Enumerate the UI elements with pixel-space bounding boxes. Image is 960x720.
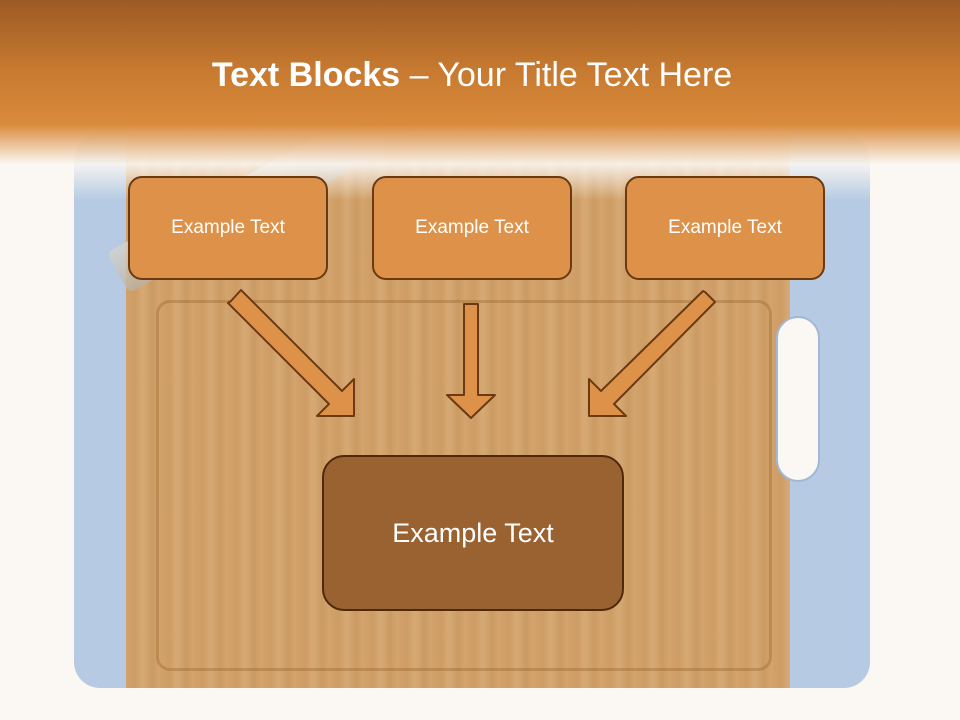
- title-separator: –: [400, 56, 438, 94]
- cutting-board-groove: [156, 300, 772, 671]
- text-block-right-label: Example Text: [668, 217, 782, 238]
- text-block-bottom[interactable]: Example Text: [322, 455, 624, 611]
- text-block-left-label: Example Text: [171, 217, 285, 238]
- text-block-left[interactable]: Example Text: [128, 176, 328, 280]
- title-bold: Text Blocks: [211, 56, 401, 94]
- text-block-center-label: Example Text: [415, 217, 529, 238]
- arrow-left: [227, 289, 355, 417]
- slide-title: Text Blocks – Your Title Text Here: [0, 56, 944, 95]
- arrow-right: [588, 290, 716, 417]
- cutting-board-handle-hole: [776, 316, 820, 482]
- title-rest: Your Title Text Here: [437, 56, 733, 94]
- text-block-right[interactable]: Example Text: [625, 176, 825, 280]
- text-block-bottom-label: Example Text: [392, 517, 554, 548]
- header-band: [0, 0, 960, 200]
- arrow-center: [446, 303, 496, 419]
- text-block-center[interactable]: Example Text: [372, 176, 572, 280]
